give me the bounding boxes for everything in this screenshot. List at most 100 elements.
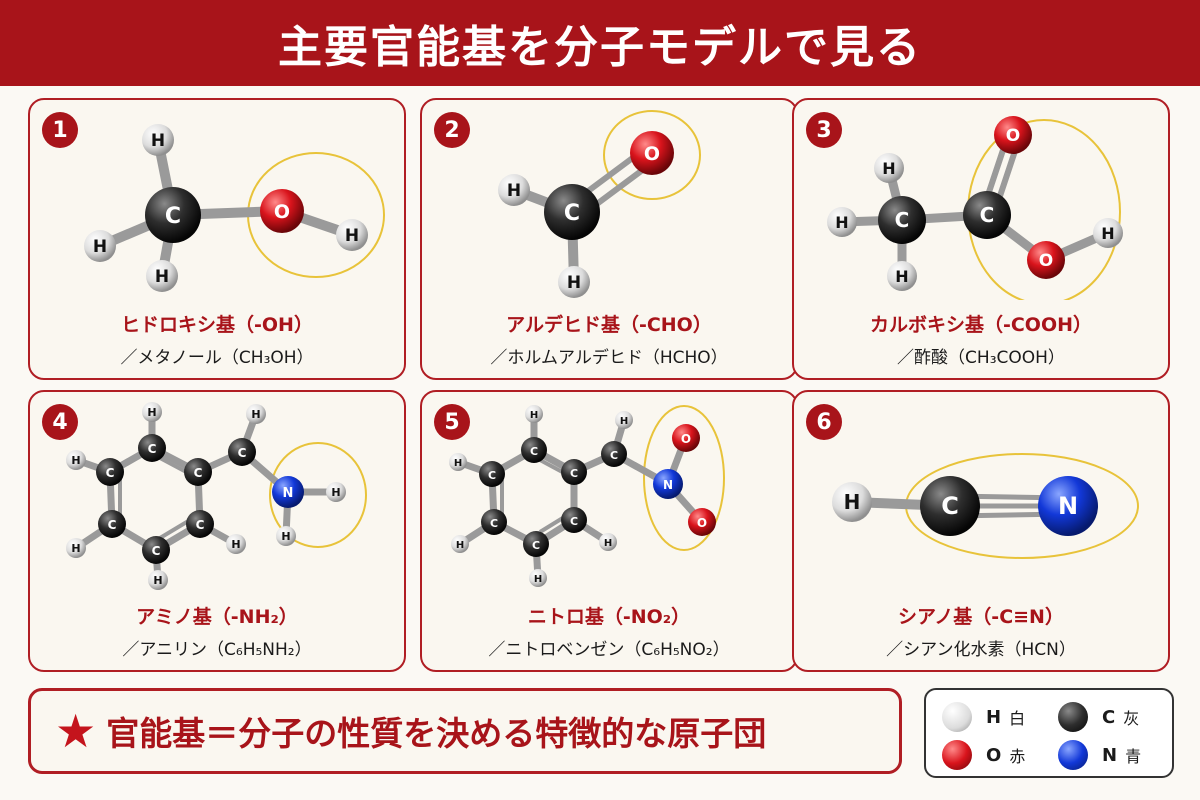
atom-label: C <box>530 445 538 458</box>
card-carboxy: H H H C C O O H 3 カルボキシ基（-COOH） ／酢酸（CH₃C… <box>792 98 1170 380</box>
atom-hydrogen: H <box>148 570 168 590</box>
atom-carbon: C <box>96 458 124 486</box>
atom-hydrogen: H <box>525 405 543 423</box>
atom-hydrogen: H <box>1093 218 1123 248</box>
highlight-ring <box>643 405 725 551</box>
atom-carbon: C <box>561 507 587 533</box>
atom-label: H <box>454 458 462 469</box>
atom-label: C <box>980 203 995 227</box>
atom-label: C <box>570 467 578 480</box>
functional-group-name: ニトロ基（-NO₂） <box>527 606 691 628</box>
page-title: 主要官能基を分子モデルで見る <box>278 22 922 73</box>
atom-label: O <box>1039 251 1053 271</box>
benzene-double-bonds <box>118 456 192 540</box>
legend-color-name: 赤 <box>1009 747 1026 766</box>
aniline-model: C C C C C C C H H H H H H N H H <box>66 402 367 590</box>
atom-label: O <box>644 143 660 165</box>
atom-hydrogen: H <box>887 261 917 291</box>
atom-label: H <box>251 408 260 421</box>
atom-hydrogen: H <box>246 404 266 424</box>
atom-label: H <box>71 454 80 467</box>
example-compound: ／シアン化水素（HCN） <box>886 640 1076 660</box>
atom-carbon: C <box>963 191 1011 239</box>
atom-hydrogen: H <box>498 174 530 206</box>
atom-label: H <box>882 159 895 178</box>
atom-carbon: C <box>228 438 256 466</box>
atom-carbon: C <box>98 510 126 538</box>
atom-hydrogen: H <box>336 219 368 251</box>
atom-label: H <box>604 538 612 549</box>
legend-color-name: 白 <box>1009 709 1026 728</box>
atom-label: O <box>681 432 691 446</box>
atom-label: H <box>153 574 162 587</box>
functional-group-name: ヒドロキシ基（-OH） <box>121 314 313 336</box>
card-amino: C C C C C C C H H H H H H N H H 4 アミノ基（-… <box>28 390 406 672</box>
atom-nitrogen: N <box>1038 476 1098 536</box>
atom-label: C <box>941 492 959 520</box>
atom-nitrogen: N <box>653 469 683 499</box>
atom-label: C <box>108 518 117 532</box>
molecule-acetic-acid: H H H C C O O H <box>794 100 1168 300</box>
atom-label: H <box>534 574 542 585</box>
functional-group-name: アルデヒド基（-CHO） <box>506 314 712 336</box>
card-number-badge: 4 <box>42 404 78 440</box>
legend-item-carbon: C 灰 <box>1058 702 1139 732</box>
atom-label: H <box>281 530 290 543</box>
atom-label: H <box>93 237 107 257</box>
atom-label: H <box>231 538 240 551</box>
atom-label: H <box>835 213 848 232</box>
example-compound: ／ホルムアルデヒド（HCHO） <box>490 348 728 368</box>
atom-hydrogen: H <box>142 124 174 156</box>
atom-label: H <box>844 490 861 514</box>
card-number-badge: 2 <box>434 112 470 148</box>
acetic-acid-model: H H H C C O O H <box>827 116 1123 300</box>
atom-carbon: C <box>145 187 201 243</box>
atom-carbon: C <box>601 441 627 467</box>
atom-label: H <box>507 181 521 201</box>
atom-label: H <box>530 410 538 421</box>
atom-nitrogen: N <box>272 476 304 508</box>
atom-label: C <box>196 518 205 532</box>
atom-carbon: C <box>561 459 587 485</box>
legend-item-oxygen: O 赤 <box>942 740 1025 770</box>
card-nitro: C C C C C C C H H H H H H N O O 5 ニトロ基（-… <box>420 390 798 672</box>
atom-label: O <box>1006 126 1020 146</box>
atom-label: C <box>610 449 618 462</box>
formaldehyde-model: H H C O <box>498 110 701 298</box>
atom-label: H <box>331 486 340 499</box>
example-compound: ／ニトロベンゼン（C₆H₅NO₂） <box>488 640 730 660</box>
atom-hydrogen: H <box>832 482 872 522</box>
atom-hydrogen: H <box>874 153 904 183</box>
highlight-ring <box>603 110 701 200</box>
atom-label: C <box>488 469 496 482</box>
atom-oxygen: O <box>260 189 304 233</box>
atom-label: C <box>106 466 115 480</box>
atom-label: C <box>194 466 203 480</box>
atom-label: C <box>165 204 181 229</box>
atom-carbon: C <box>142 536 170 564</box>
atom-oxygen: O <box>1027 241 1065 279</box>
atom-label: H <box>71 542 80 555</box>
hydrogen-ball-icon <box>942 702 972 732</box>
title-bar: 主要官能基を分子モデルで見る <box>0 0 1200 86</box>
atom-label: C <box>238 446 247 460</box>
legend-color-name: 青 <box>1125 747 1142 766</box>
star-icon: ★ <box>55 704 97 758</box>
atom-hydrogen: H <box>451 535 469 553</box>
card-number-badge: 1 <box>42 112 78 148</box>
card-number-badge: 5 <box>434 404 470 440</box>
atom-label: H <box>151 131 165 151</box>
atom-hydrogen: H <box>449 453 467 471</box>
molecule-formaldehyde: H H C O <box>422 100 796 300</box>
legend-color-name: 灰 <box>1123 709 1140 728</box>
atom-label: N <box>1058 492 1078 520</box>
example-compound: ／アニリン（C₆H₅NH₂） <box>122 640 312 660</box>
atom-label: C <box>490 517 498 530</box>
molecule-methanol: H H H C O H <box>30 100 404 300</box>
highlight-ring <box>269 442 367 548</box>
molecule-aniline: C C C C C C C H H H H H H N H H <box>30 392 404 592</box>
atom-carbon: C <box>920 476 980 536</box>
summary-banner: ★ 官能基＝分子の性質を決める特徴的な原子団 <box>28 688 902 774</box>
atom-carbon: C <box>184 458 212 486</box>
atom-hydrogen: H <box>146 260 178 292</box>
